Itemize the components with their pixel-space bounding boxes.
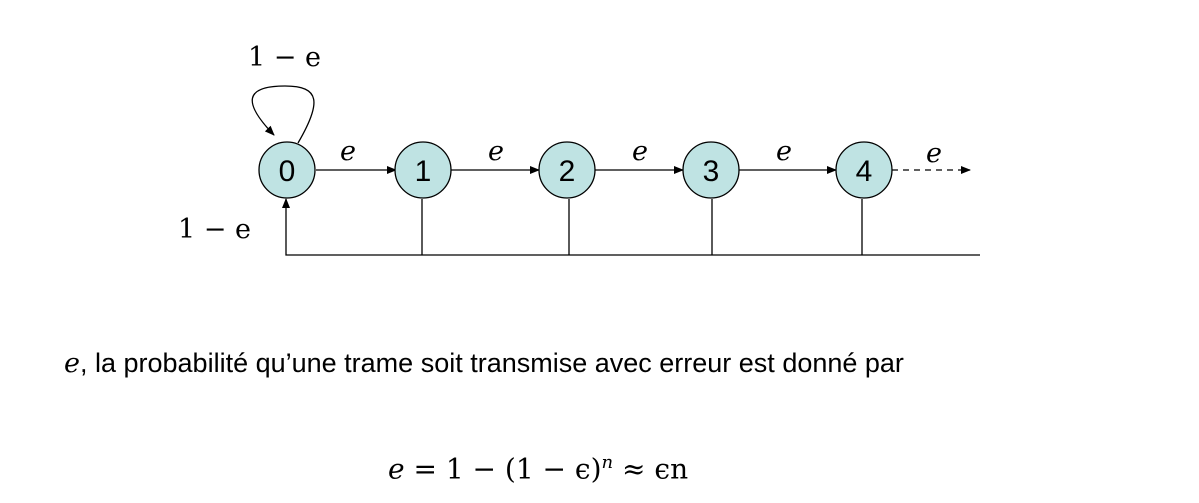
edge-label-3-4: e [776, 136, 792, 167]
state-label: 0 [279, 155, 296, 188]
edge-label-0-1: e [340, 136, 356, 167]
formula-rhs: = 1 − (1 − ϵ) [413, 452, 602, 486]
return-label: 1 − e [178, 214, 251, 245]
state-4: 4 [835, 141, 893, 199]
state-0: 0 [258, 141, 316, 199]
state-label: 4 [856, 155, 873, 188]
state-label: 1 [415, 155, 432, 188]
formula-lhs: e [388, 452, 405, 486]
caption-variable: e [64, 348, 80, 379]
edge-label-4-overflow: e [926, 138, 942, 169]
edge-label-1-2: e [488, 136, 504, 167]
state-label: 3 [703, 155, 720, 188]
state-3: 3 [682, 141, 740, 199]
formula-approx: ≈ ϵn [613, 452, 689, 486]
formula-exponent: n [601, 452, 614, 473]
state-2: 2 [538, 141, 596, 199]
return-bus-line [282, 198, 980, 256]
self-loop-edge [251, 85, 315, 144]
state-label: 2 [559, 155, 576, 188]
error-probability-formula: e = 1 − (1 − ϵ)n ≈ ϵn [388, 452, 688, 485]
state-1: 1 [394, 141, 452, 199]
self-loop-label: 1 − e [248, 42, 321, 73]
caption-text: e, la probabilité qu’une trame soit tran… [64, 348, 904, 379]
edge-label-2-3: e [632, 136, 648, 167]
caption-sentence: , la probabilité qu’une trame soit trans… [79, 348, 904, 378]
